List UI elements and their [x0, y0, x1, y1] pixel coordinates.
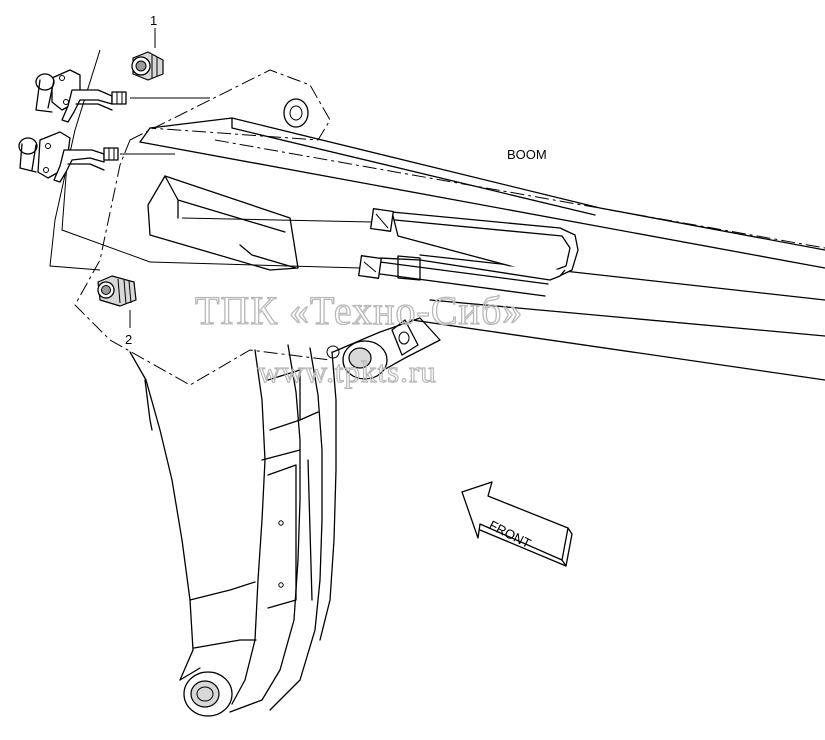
pivot-boss-top — [283, 98, 309, 128]
leader-lines — [49, 28, 373, 328]
part-label-2: 2 — [125, 332, 132, 347]
hose-fitting-upper — [370, 208, 394, 232]
watermark-url: www.tpkts.ru — [258, 354, 437, 389]
boom — [139, 117, 825, 381]
part-2-cap — [97, 275, 137, 307]
watermark-company: ТПК «Техно-Сиб» — [195, 288, 523, 333]
front-arrow: FRONT — [461, 481, 573, 567]
boom-label: BOOM — [507, 147, 547, 162]
arm-body — [74, 69, 441, 717]
pipe-assembly-upper — [35, 69, 127, 123]
watermark: ТПК «Техно-Сиб» www.tpkts.ru — [194, 287, 523, 389]
part-1-cap — [131, 51, 164, 81]
pipe-assembly-lower — [18, 131, 119, 183]
part-label-1: 1 — [150, 13, 157, 28]
pipe-fitting-upper — [111, 91, 127, 105]
pipe-fitting-lower — [103, 147, 119, 161]
boom-hoses — [358, 208, 579, 297]
